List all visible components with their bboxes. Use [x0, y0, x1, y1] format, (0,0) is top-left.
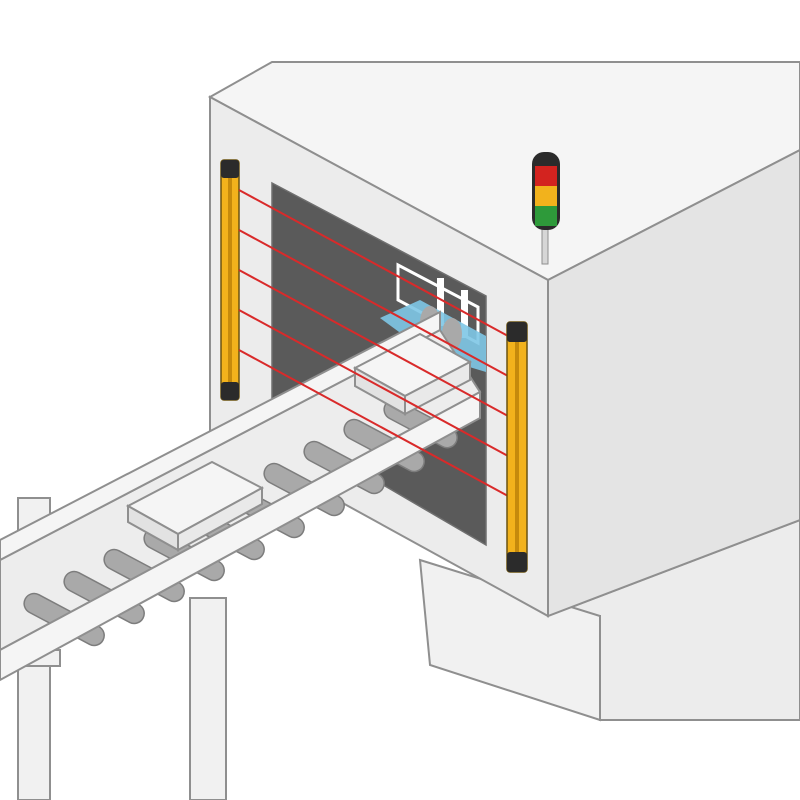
conveyor-leg-right [189, 597, 227, 800]
beam-2 [238, 229, 509, 377]
machine-base [418, 518, 800, 722]
beam-5 [238, 349, 509, 497]
machine-side-face [547, 148, 800, 618]
light-curtain-receiver [506, 321, 528, 573]
package-on-conveyor [125, 460, 265, 552]
beam-1 [238, 189, 509, 337]
stack-light-yellow [535, 186, 557, 206]
stack-light-red [535, 166, 557, 186]
beam-4 [238, 309, 509, 457]
stack-light [532, 152, 560, 265]
light-curtain-emitter [220, 159, 240, 401]
stack-light-green [535, 206, 557, 226]
beam-3 [238, 269, 509, 417]
light-curtain-beams [238, 189, 509, 497]
conveyor-back-rail [0, 310, 441, 562]
conveyor-front-rail [0, 390, 481, 682]
